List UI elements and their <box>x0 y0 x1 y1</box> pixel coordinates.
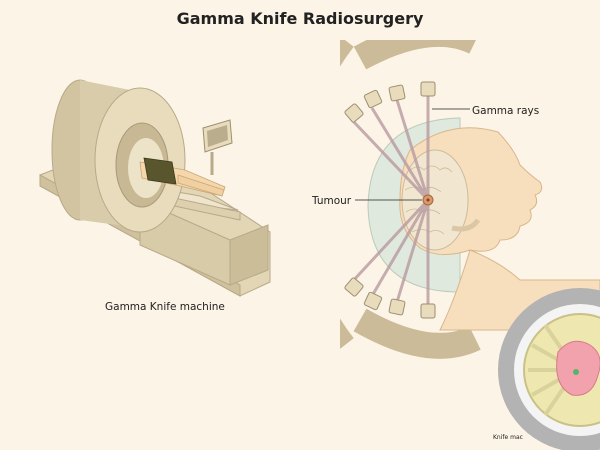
collimator-ring <box>340 40 354 349</box>
gamma-ray-beams <box>350 96 430 304</box>
inset-caption: Knife mac <box>493 434 523 441</box>
inset-target-point <box>573 369 579 375</box>
machine-label: Gamma Knife machine <box>105 301 225 313</box>
gamma-knife-machine <box>39 79 271 297</box>
inset-view <box>498 288 600 450</box>
collimator-sources <box>344 81 436 319</box>
tumour-label: Tumour <box>312 195 352 207</box>
helmet-cross-section <box>340 40 600 359</box>
inset-target <box>556 340 600 396</box>
gamma-rays-label: Gamma rays <box>472 105 540 117</box>
patient-shorts <box>143 157 177 185</box>
diagram-title: Gamma Knife Radiosurgery <box>176 9 424 28</box>
